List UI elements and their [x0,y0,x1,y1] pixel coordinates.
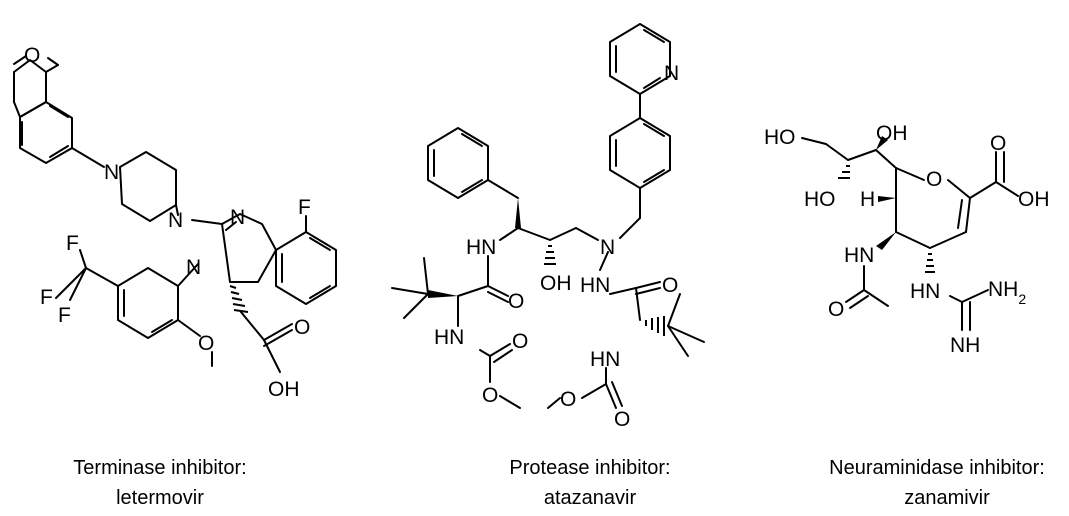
atom-label: NH2 [988,278,1026,307]
atom-label: N [664,62,679,85]
atom-label: O [828,298,844,321]
atom-label: F [66,232,79,255]
captions: Terminase inhibitor: letermovir Protease… [73,457,1045,509]
letermovir-structure: O N N N N F F F F O O OH [13,44,337,401]
atom-label: O [24,44,40,67]
atom-label: O [662,274,678,297]
zanamivir-atom-labels: HO OH O HO H O OH HN O HN NH2 NH [764,122,1050,357]
atom-label: O [560,388,576,411]
atom-label: N [168,209,183,232]
letermovir-bonds [13,55,337,373]
atom-label: NH [950,334,980,357]
atom-label: OH [268,378,300,401]
atazanavir-atom-labels: N HN N O OH HN O HN O O HN O O [434,62,679,431]
caption-class-zanamivir: Neuraminidase inhibitor: [829,457,1045,479]
atom-label: O [926,168,942,191]
atom-label: O [614,408,630,431]
atom-label: HN [910,280,940,303]
letermovir-atom-labels: O N N N N F F F F O O OH [24,44,311,401]
atom-label: O [990,132,1006,155]
atom-label: O [482,384,498,407]
atom-label: O [198,332,214,355]
atom-label: HN [466,236,496,259]
atazanavir-structure: N HN N O OH HN O HN O O HN O O [391,23,705,431]
atom-label: N [186,256,201,279]
atom-label: N [104,161,119,184]
atom-label: OH [540,272,572,295]
atom-label: HN [844,244,874,267]
atom-label: HN [580,274,610,297]
atom-label: HN [434,326,464,349]
atom-label: HO [764,126,796,149]
atom-label: H [860,188,875,211]
atom-label: N [600,236,615,259]
atom-label: O [294,316,310,339]
atom-label: N [230,206,245,229]
atazanavir-bonds [391,23,705,409]
atom-label: F [298,196,311,219]
atom-label: HO [804,188,836,211]
atom-label: O [512,330,528,353]
caption-drug-zanamivir: zanamivir [904,487,990,509]
caption-class-atazanavir: Protease inhibitor: [509,457,670,479]
atom-label: OH [876,122,908,145]
atom-label: F [40,286,53,309]
caption-class-letermovir: Terminase inhibitor: [73,457,246,479]
zanamivir-structure: HO OH O HO H O OH HN O HN NH2 NH [764,122,1050,357]
atom-label: O [508,290,524,313]
zanamivir-bonds [801,136,1019,331]
atom-label: HN [590,348,620,371]
caption-drug-letermovir: letermovir [116,487,204,509]
atom-label: F [58,304,71,327]
caption-drug-atazanavir: atazanavir [544,487,637,509]
atom-label: OH [1018,188,1050,211]
